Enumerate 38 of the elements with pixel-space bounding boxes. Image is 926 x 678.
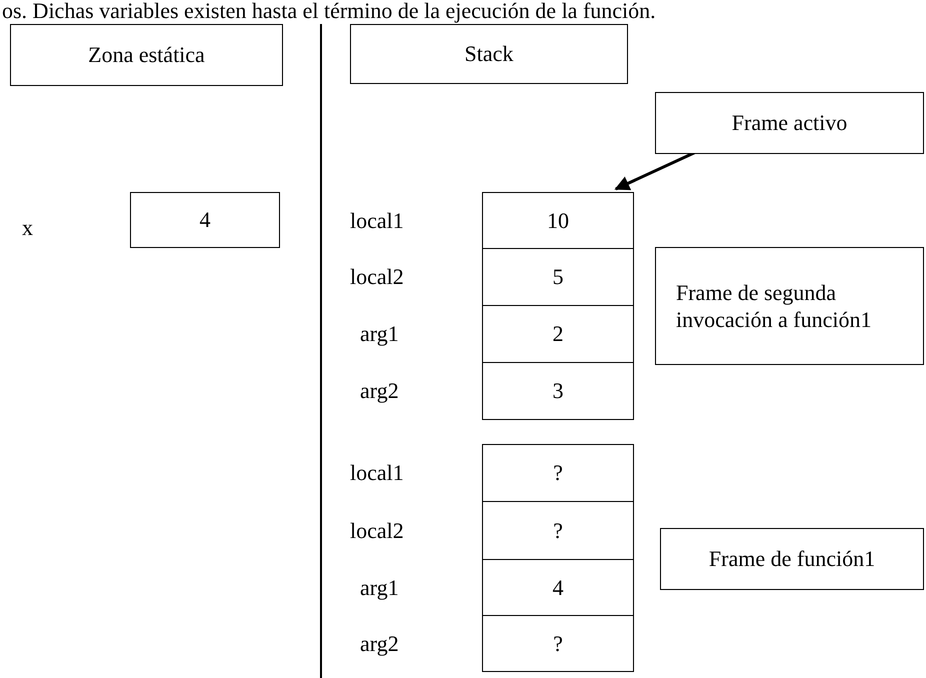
variable-name: arg1 — [360, 320, 399, 348]
value-text: ? — [553, 630, 563, 658]
variable-name: local1 — [350, 459, 404, 486]
variable-name: arg1 — [360, 574, 399, 601]
value-cell — [482, 501, 634, 560]
value-cell — [482, 192, 634, 249]
value-text: 2 — [552, 320, 564, 348]
variable-name: local1 — [350, 206, 404, 234]
box-label: Frame de segunda invocación a función1 — [676, 278, 872, 334]
value-text: ? — [553, 459, 563, 487]
label-box — [655, 92, 924, 154]
value-cell — [482, 305, 634, 363]
variable-name: arg2 — [360, 377, 399, 404]
variable-name: arg2 — [360, 630, 399, 657]
label-box — [350, 24, 628, 84]
label-box — [660, 528, 924, 590]
variable-name: x — [22, 217, 33, 239]
value-cell — [482, 615, 634, 672]
value-cell — [482, 362, 634, 420]
value-text: 4 — [200, 206, 210, 234]
label-box — [655, 247, 924, 365]
box-label: Frame de función1 — [708, 545, 876, 573]
variable-name: local2 — [350, 516, 404, 544]
value-cell — [130, 192, 280, 248]
value-text: 3 — [552, 377, 564, 405]
box-label: Zona estática — [88, 41, 205, 69]
variable-name: local2 — [350, 263, 404, 290]
value-text: 10 — [547, 206, 569, 234]
value-text: 4 — [552, 574, 564, 602]
box-label: Stack — [464, 40, 514, 68]
value-cell — [482, 444, 634, 502]
box-label: Frame activo — [732, 109, 848, 137]
value-cell — [482, 248, 634, 306]
note-text: os. Dichas variables existen hasta el término de la ejecución de la función. — [2, 0, 656, 22]
label-box — [10, 24, 283, 86]
value-cell — [482, 559, 634, 616]
value-text: ? — [553, 516, 563, 544]
value-text: 5 — [552, 263, 564, 291]
